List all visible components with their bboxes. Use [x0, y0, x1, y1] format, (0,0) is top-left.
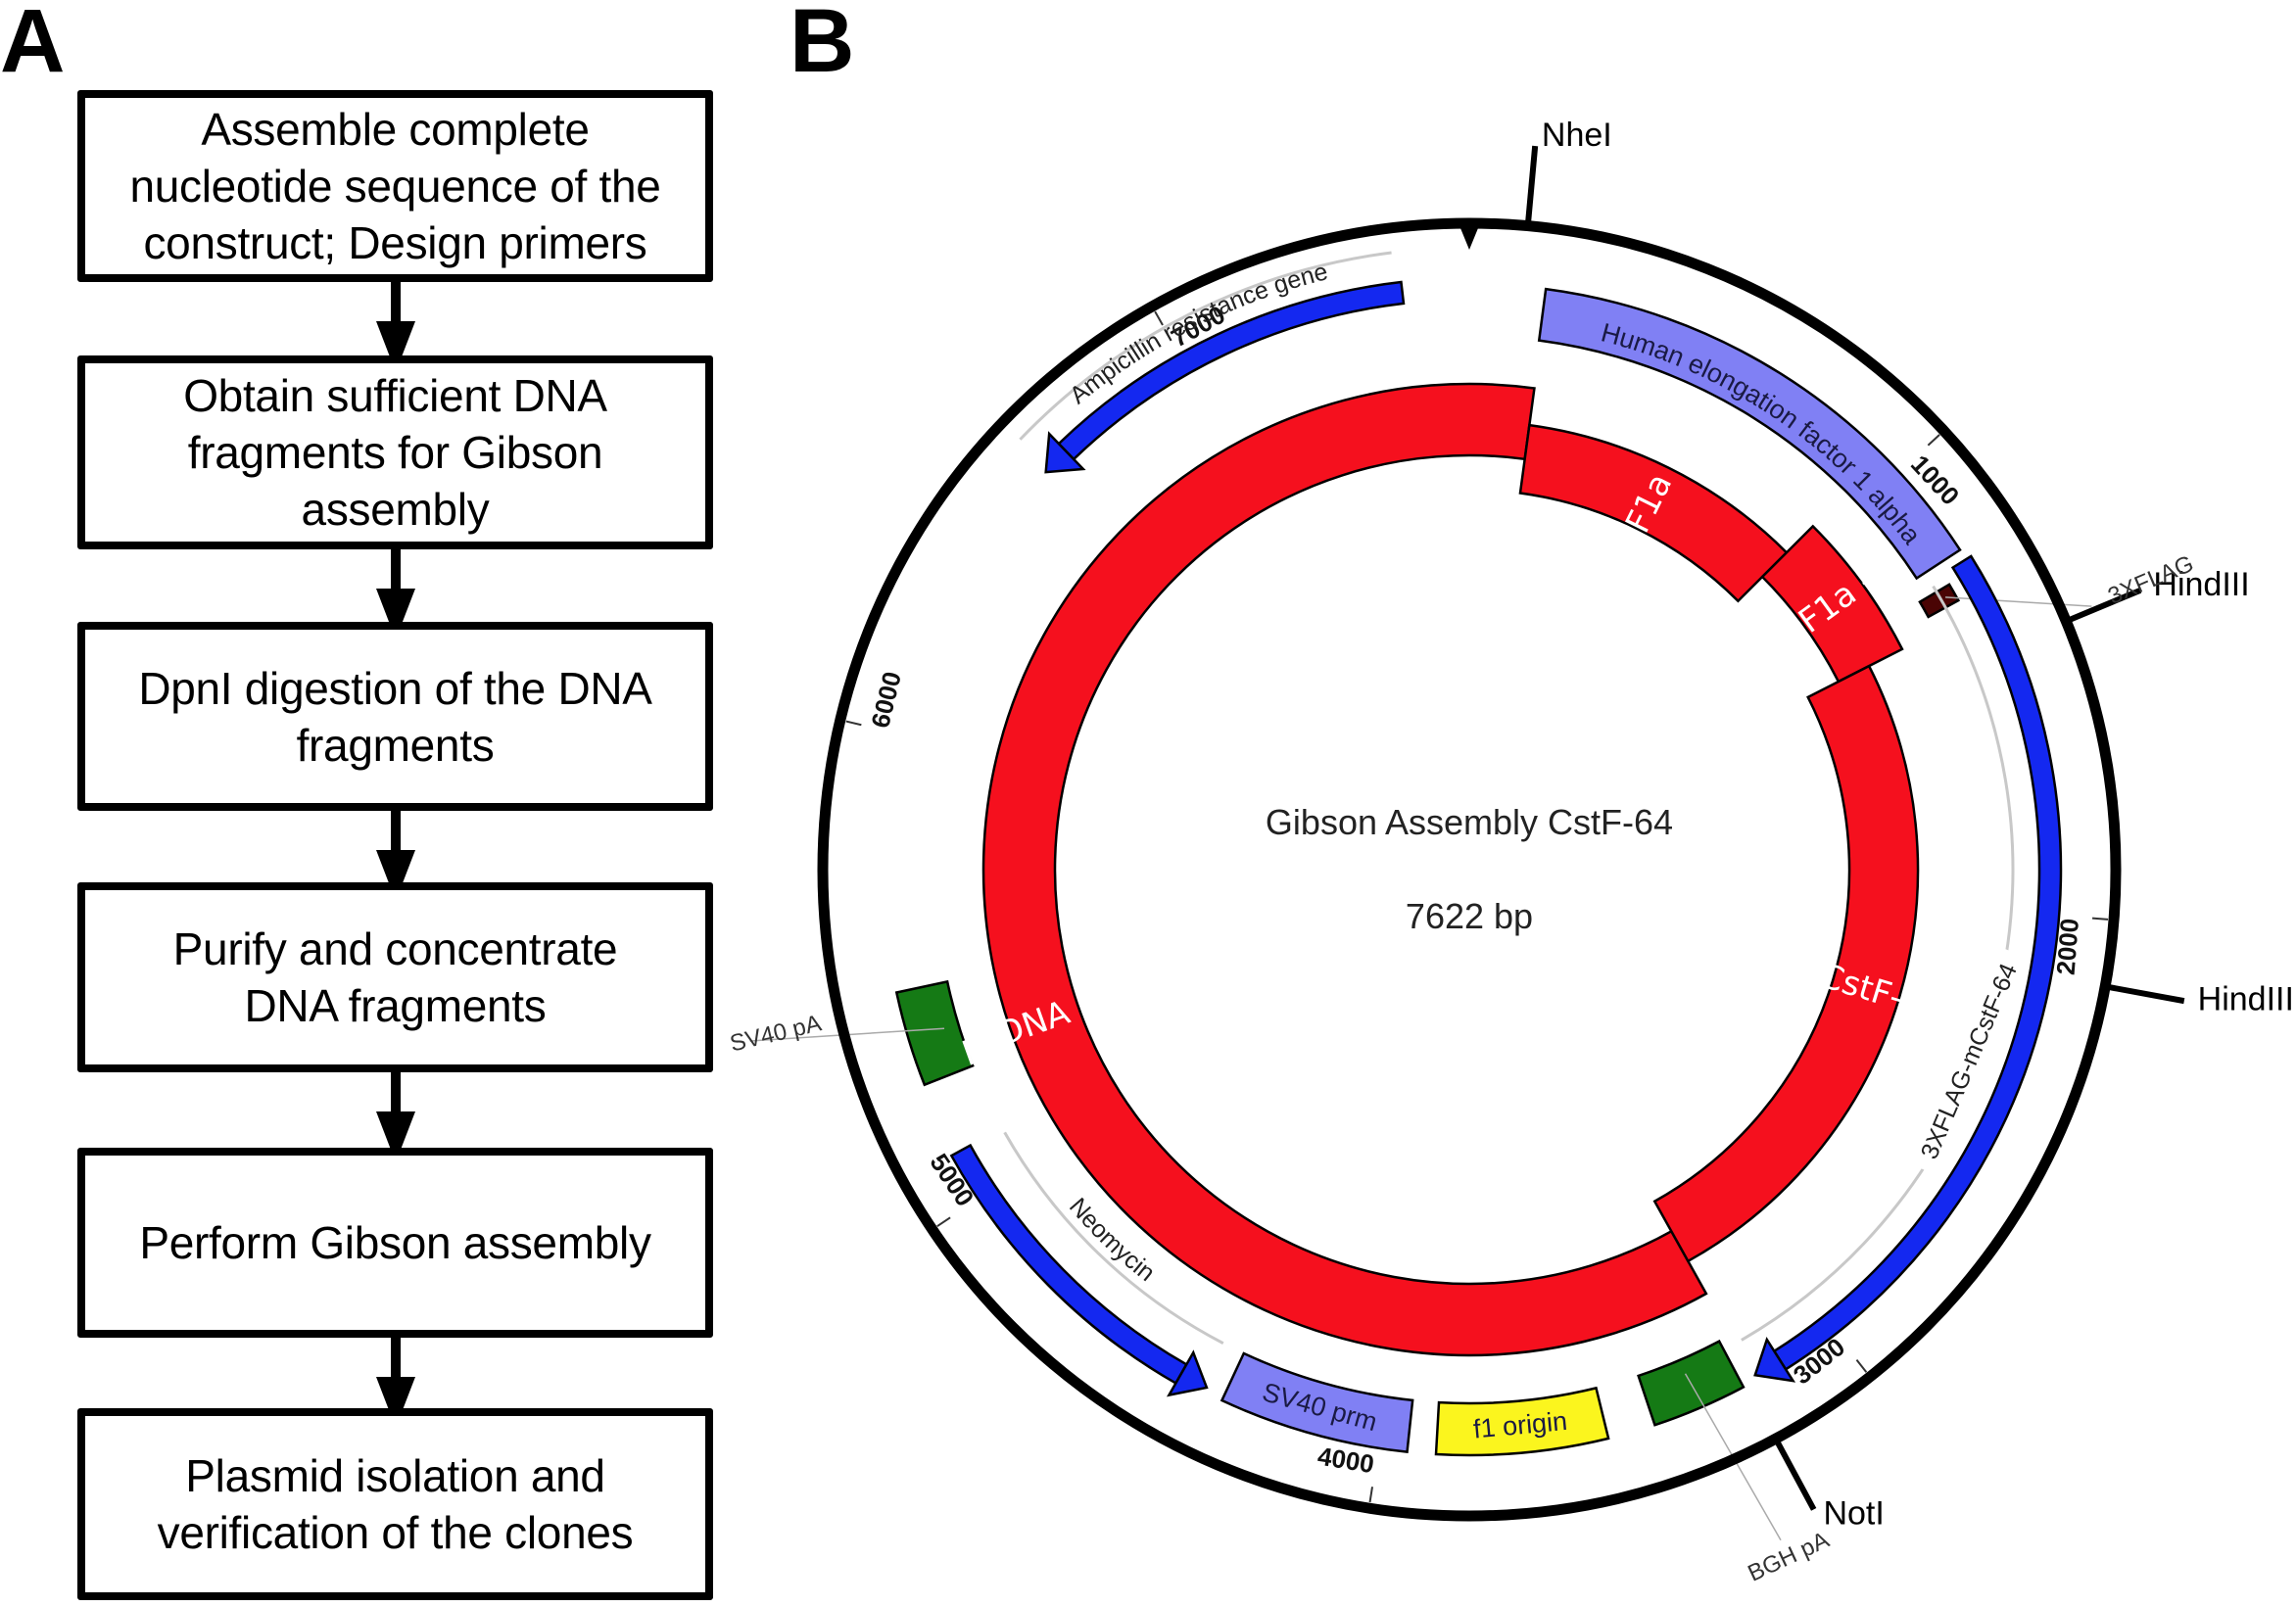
fragment-arc — [981, 382, 1708, 1357]
workflow-step-text: Obtain sufficient DNA fragments for Gibso… — [183, 367, 607, 538]
workflow-step-line: verification of the clones — [157, 1507, 634, 1558]
restriction-site-label: HindIII — [2198, 981, 2294, 1018]
restriction-site-line — [2104, 983, 2185, 1005]
tick-mark — [936, 1216, 951, 1228]
feature-box — [1918, 583, 1961, 619]
restriction-site-line — [2065, 588, 2142, 625]
feature-bracket — [1019, 251, 1392, 441]
restriction-site-label: NheI — [1542, 117, 1612, 154]
tick-mark — [1927, 434, 1940, 447]
fragment-arc — [1760, 524, 1904, 684]
tick-label: 2000 — [2051, 918, 2084, 976]
fragment-layer — [981, 382, 1920, 1357]
restriction-site-line — [1773, 1437, 1817, 1511]
tick-mark — [1154, 310, 1164, 326]
backbone-circle — [817, 217, 2122, 1522]
tick-mark — [1368, 1487, 1373, 1503]
tick-label: 6000 — [865, 669, 907, 731]
backbone-layer — [817, 145, 2185, 1522]
feature-layer — [749, 251, 2092, 1541]
restriction-site-line — [1524, 145, 1539, 226]
feature-leader-line — [1945, 596, 2092, 607]
feature-label: SV40 pA — [728, 1010, 824, 1057]
feature-bracket — [1003, 1131, 1224, 1345]
arrowhead-icon — [1044, 431, 1086, 474]
workflow-step-line: Obtain sufficient DNA — [183, 370, 607, 421]
restriction-site-label: NotI — [1823, 1494, 1884, 1532]
workflow-step-line: fragments for Gibson — [187, 427, 603, 478]
plasmid-size: 7622 bp — [1406, 896, 1533, 936]
workflow-step-text: Perform Gibson assembly — [139, 1214, 651, 1271]
workflow-step-5: Perform Gibson assembly — [77, 1148, 713, 1338]
workflow-step-line: DpnI digestion of the DNA — [138, 662, 652, 714]
feature-box — [1220, 1351, 1414, 1453]
fragment-arc — [1652, 664, 1920, 1263]
workflow-flowchart: Assemble complete nucleotide sequence of … — [0, 0, 784, 1607]
panel-label-a: A — [0, 0, 66, 91]
feature-arrow-body — [1057, 280, 1406, 461]
label-mask — [1910, 947, 2032, 1177]
origin-marker-icon — [1460, 228, 1478, 250]
workflow-step-text: Plasmid isolation and verification of the… — [158, 1447, 634, 1561]
workflow-step-6: Plasmid isolation and verification of the… — [77, 1408, 713, 1600]
workflow-step-text: Assemble complete nucleotide sequence of … — [129, 101, 660, 271]
workflow-step-line: nucleotide sequence of the — [129, 161, 661, 212]
feature-label: BGH pA — [1744, 1527, 1833, 1587]
tick-mark — [1855, 1359, 1868, 1373]
workflow-step-line: fragments — [296, 719, 495, 771]
workflow-step-line: Perform Gibson assembly — [139, 1217, 651, 1268]
feature-box — [1537, 287, 1962, 581]
workflow-step-line: Purify and concentrate — [172, 923, 618, 974]
restriction-site-label: HindIII — [2153, 566, 2249, 603]
workflow-step-2: Obtain sufficient DNA fragments for Gibso… — [77, 355, 713, 549]
workflow-step-line: Assemble complete — [201, 104, 590, 155]
plasmid-name: Gibson Assembly CstF-64 — [1266, 802, 1673, 842]
workflow-step-line: DNA fragments — [244, 980, 547, 1031]
workflow-step-line: construct; Design primers — [143, 217, 647, 268]
feature-box — [1434, 1386, 1610, 1457]
workflow-step-line: assembly — [301, 484, 490, 535]
panel-label-b: B — [789, 0, 855, 91]
workflow-step-line: Plasmid isolation and — [185, 1450, 605, 1501]
feature-box — [894, 979, 975, 1087]
tick-mark — [2091, 917, 2109, 921]
workflow-step-1: Assemble complete nucleotide sequence of … — [77, 90, 713, 282]
arrowhead-icon — [1753, 1337, 1796, 1383]
feature-arrow-body — [949, 1143, 1188, 1386]
tick-mark — [845, 720, 862, 727]
arrowhead-icon — [1166, 1349, 1209, 1397]
